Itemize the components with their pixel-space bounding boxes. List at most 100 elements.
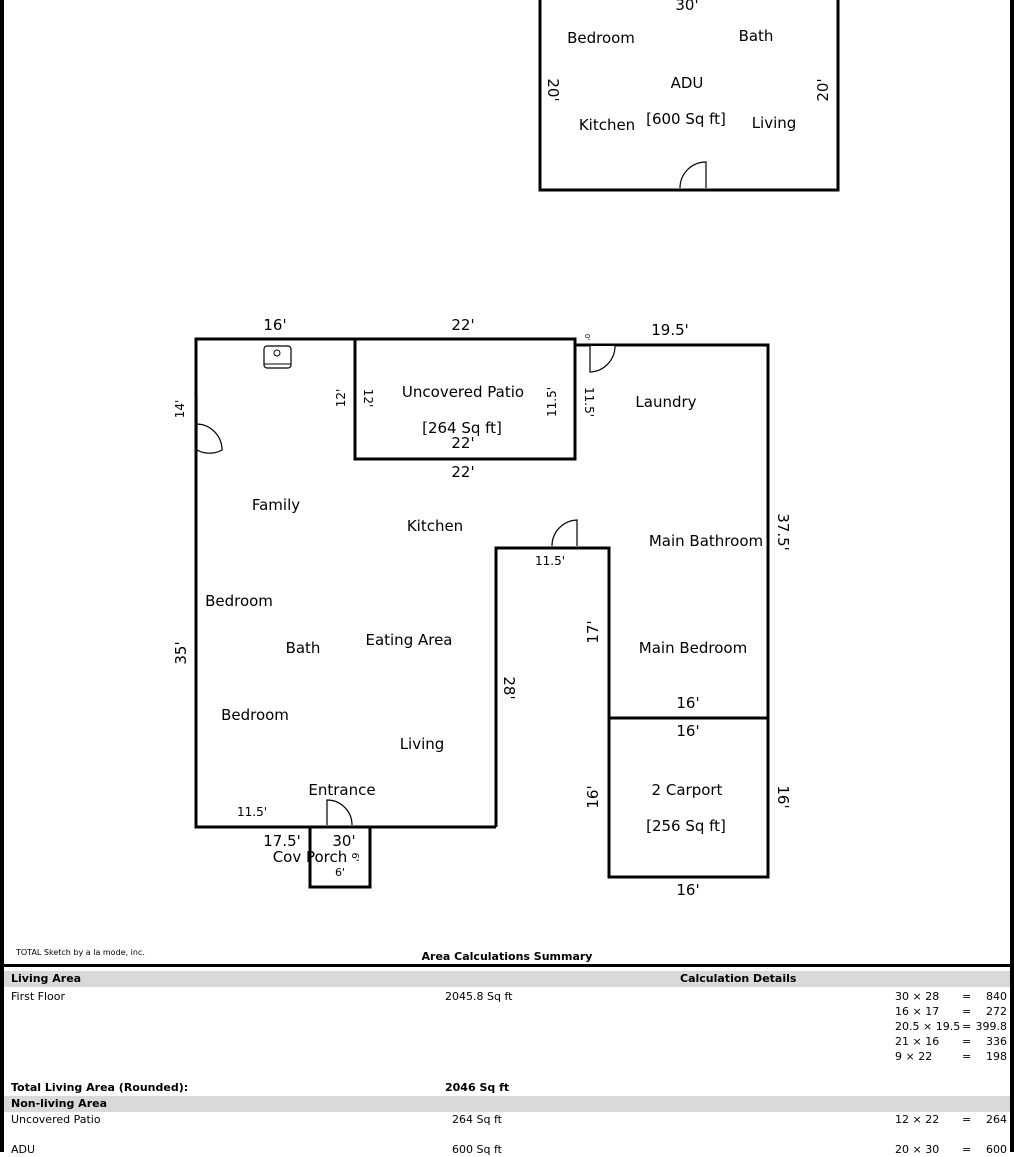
calc-result: 264 bbox=[986, 1113, 1007, 1126]
room-bath-label: Bath bbox=[286, 639, 321, 657]
family-door-icon bbox=[196, 398, 223, 454]
adu-door-icon bbox=[679, 161, 707, 189]
calc-formula: 12 × 22 bbox=[895, 1113, 940, 1126]
room-bedroom1-label: Bedroom bbox=[205, 592, 273, 610]
calc-equals: = bbox=[962, 990, 972, 1003]
room-kitchen-label: Kitchen bbox=[407, 517, 463, 535]
calc-result: 600 bbox=[986, 1143, 1007, 1156]
dim-bottom-left: 11.5' bbox=[237, 805, 267, 819]
calc-result: 336 bbox=[986, 1035, 1007, 1048]
kitchen-door-icon bbox=[551, 519, 578, 547]
calc-row: 16 × 17=272 bbox=[895, 1004, 1007, 1019]
dim-patio-right-inner: 11.5' bbox=[545, 387, 559, 417]
calc-result: 272 bbox=[986, 1005, 1007, 1018]
porch-outline bbox=[308, 825, 372, 889]
dim-notch-top: 11.5' bbox=[535, 554, 565, 568]
adu-bath-label: Bath bbox=[739, 27, 774, 45]
room-carport-label: 2 Carport bbox=[652, 781, 723, 799]
dim-left-lower: 35' bbox=[172, 641, 190, 664]
software-credit: TOTAL Sketch by a la mode, inc. bbox=[16, 948, 145, 957]
dim-bedroom-bottom: 16' bbox=[676, 694, 699, 712]
dim-patio-left-inner: 12' bbox=[361, 389, 375, 408]
dim-carport-top: 16' bbox=[676, 722, 699, 740]
calc-formula: 30 × 28 bbox=[895, 990, 940, 1003]
carport-outline bbox=[607, 716, 770, 879]
house-left-wall bbox=[194, 337, 575, 829]
calc-equals: = bbox=[962, 1035, 972, 1048]
adu-calc: 20 × 30=600 bbox=[895, 1142, 1007, 1157]
floor-plan: 30' Bedroom Bath ADU Kitchen [600 Sq ft]… bbox=[172, 0, 840, 899]
dim-carport-bottom: 16' bbox=[676, 881, 699, 899]
adu-left-dim: 20' bbox=[544, 78, 562, 101]
adu-living-label: Living bbox=[752, 114, 797, 132]
adu-row-value: 600 Sq ft bbox=[452, 1143, 502, 1156]
calc-row: 12 × 22 = 264 bbox=[895, 1112, 1007, 1127]
patio-outline bbox=[353, 337, 577, 461]
total-living-value: 2046 Sq ft bbox=[445, 1081, 510, 1094]
calc-equals: = bbox=[962, 1020, 972, 1033]
calc-result: 198 bbox=[986, 1050, 1007, 1063]
room-bedroom2-label: Bedroom bbox=[221, 706, 289, 724]
patio-row-label: Uncovered Patio bbox=[11, 1113, 101, 1126]
calc-formula: 9 × 22 bbox=[895, 1050, 933, 1063]
dim-carport-right: 16' bbox=[774, 785, 792, 808]
living-area-header-label: Living Area bbox=[11, 972, 82, 985]
adu-top-dim: 30' bbox=[675, 0, 698, 14]
calc-equals: = bbox=[962, 1113, 972, 1126]
dim-porch-bottom: 6' bbox=[335, 866, 345, 879]
calc-details-header: Calculation Details bbox=[680, 972, 797, 985]
water-heater-icon bbox=[263, 345, 292, 369]
dim-porch-top: 30' bbox=[332, 832, 355, 850]
first-floor-calcs: 30 × 28=840 16 × 17=272 20.5 × 19.5=399.… bbox=[895, 989, 1007, 1064]
adu-bedroom-label: Bedroom bbox=[567, 29, 635, 47]
room-entrance-label: Entrance bbox=[308, 781, 375, 799]
living-area-header: Living Area Calculation Details bbox=[4, 971, 1010, 987]
patio-calc: 12 × 22 = 264 bbox=[895, 1112, 1007, 1127]
adu-kitchen-label: Kitchen bbox=[579, 116, 635, 134]
dim-top-right: 19.5' bbox=[651, 321, 689, 339]
calc-formula: 20 × 30 bbox=[895, 1143, 940, 1156]
calc-row: 9 × 22 = 198 bbox=[895, 1049, 1007, 1064]
laundry-door-icon bbox=[589, 345, 616, 373]
calc-result: 399.8 bbox=[975, 1020, 1008, 1033]
house-notch-wall bbox=[494, 546, 768, 827]
dim-top-patio: 22' bbox=[451, 316, 474, 334]
table-top-rule bbox=[4, 964, 1010, 967]
nonliving-area-header-label: Non-living Area bbox=[11, 1097, 107, 1110]
calc-row: 21 × 16 = 336 bbox=[895, 1034, 1007, 1049]
room-patio-area: [264 Sq ft] bbox=[422, 419, 502, 437]
calc-result: 840 bbox=[986, 990, 1007, 1003]
room-main-bedroom-label: Main Bedroom bbox=[639, 639, 747, 657]
summary-title: Area Calculations Summary bbox=[421, 950, 593, 963]
room-main-bathroom-label: Main Bathroom bbox=[649, 532, 763, 550]
dim-porch-side: 6' bbox=[349, 852, 360, 861]
dim-right-side: 37.5' bbox=[774, 513, 792, 551]
adu-row-label: ADU bbox=[11, 1143, 36, 1156]
room-eating-label: Eating Area bbox=[365, 631, 452, 649]
calc-row: 20.5 × 19.5=399.8 bbox=[895, 1019, 1007, 1034]
room-carport-area: [256 Sq ft] bbox=[646, 817, 726, 835]
dim-porch-left: 17.5' bbox=[263, 832, 301, 850]
dim-left-upper: 14' bbox=[173, 400, 187, 419]
room-laundry-label: Laundry bbox=[635, 393, 696, 411]
calc-row: 20 × 30=600 bbox=[895, 1142, 1007, 1157]
dim-top-left: 16' bbox=[263, 316, 286, 334]
dim-patio-left-outer: 12' bbox=[334, 389, 348, 408]
entrance-door-icon bbox=[326, 799, 353, 826]
calc-formula: 21 × 16 bbox=[895, 1035, 940, 1048]
house-right-wall bbox=[575, 343, 770, 718]
first-floor-value: 2045.8 Sq ft bbox=[445, 990, 513, 1003]
room-patio-label: Uncovered Patio bbox=[402, 383, 524, 401]
dim-carport-left: 16' bbox=[584, 785, 602, 808]
dim-door-tiny: 0' bbox=[583, 334, 591, 340]
dim-patio-right-outer: 11.5' bbox=[582, 387, 596, 417]
calc-equals: = bbox=[962, 1005, 972, 1018]
calc-equals: = bbox=[962, 1050, 972, 1063]
first-floor-label: First Floor bbox=[11, 990, 66, 1003]
nonliving-area-header: Non-living Area bbox=[4, 1096, 1010, 1112]
dim-notch-right: 17' bbox=[584, 620, 602, 643]
room-living-label: Living bbox=[400, 735, 445, 753]
adu-right-dim: 20' bbox=[814, 78, 832, 101]
patio-row-value: 264 Sq ft bbox=[452, 1113, 502, 1126]
